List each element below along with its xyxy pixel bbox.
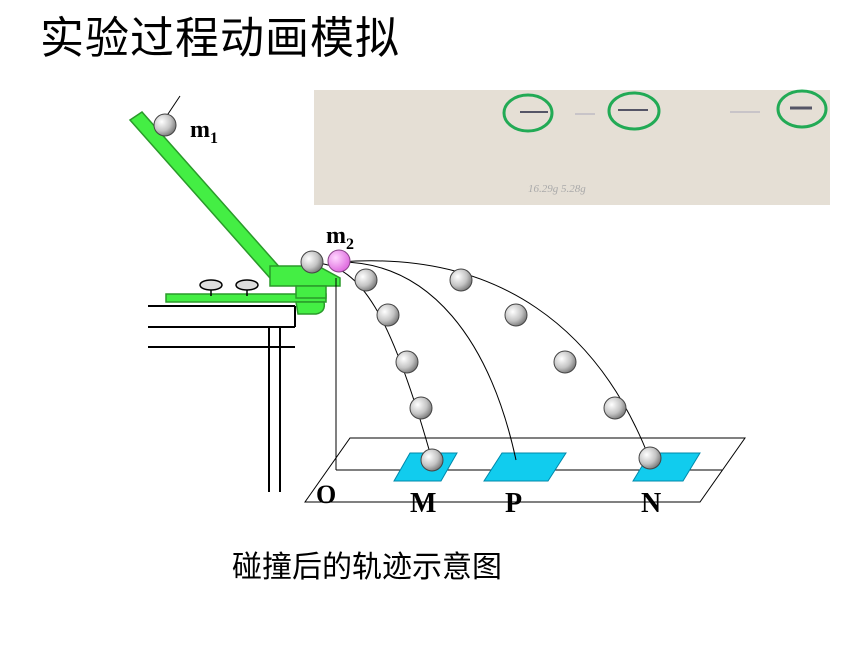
ball-landing-m <box>420 448 444 472</box>
photo-handwriting: 16.29g 5.28g <box>528 183 586 195</box>
ball-m2 <box>327 249 351 273</box>
trajectory-n <box>339 260 651 461</box>
trajectory-p <box>339 261 517 461</box>
page-title: 实验过程动画模拟 <box>40 13 400 64</box>
label-m: M <box>410 488 436 519</box>
landing-pad-p <box>483 452 567 482</box>
ramp-apparatus <box>128 111 341 315</box>
label-o: O <box>316 480 336 509</box>
adjustment-knobs <box>199 279 259 296</box>
label-m1: m1 <box>190 117 218 147</box>
label-n: N <box>641 488 661 519</box>
green-circle-marker <box>776 89 828 129</box>
table <box>148 305 296 492</box>
green-circle-marker <box>607 91 661 131</box>
ball-m1-start <box>153 113 177 137</box>
ground-paper <box>304 437 746 503</box>
green-circle-marker <box>502 93 554 133</box>
ball-positions <box>153 113 662 472</box>
ball-m1-collision <box>300 250 324 274</box>
label-m2: m2 <box>326 223 354 253</box>
carbon-paper-photo: 16.29g 5.28g <box>314 89 830 205</box>
label-p: P <box>505 488 522 519</box>
release-line <box>165 95 181 118</box>
diagram-caption: 碰撞后的轨迹示意图 <box>232 550 502 585</box>
ball-landing-n <box>638 446 662 470</box>
